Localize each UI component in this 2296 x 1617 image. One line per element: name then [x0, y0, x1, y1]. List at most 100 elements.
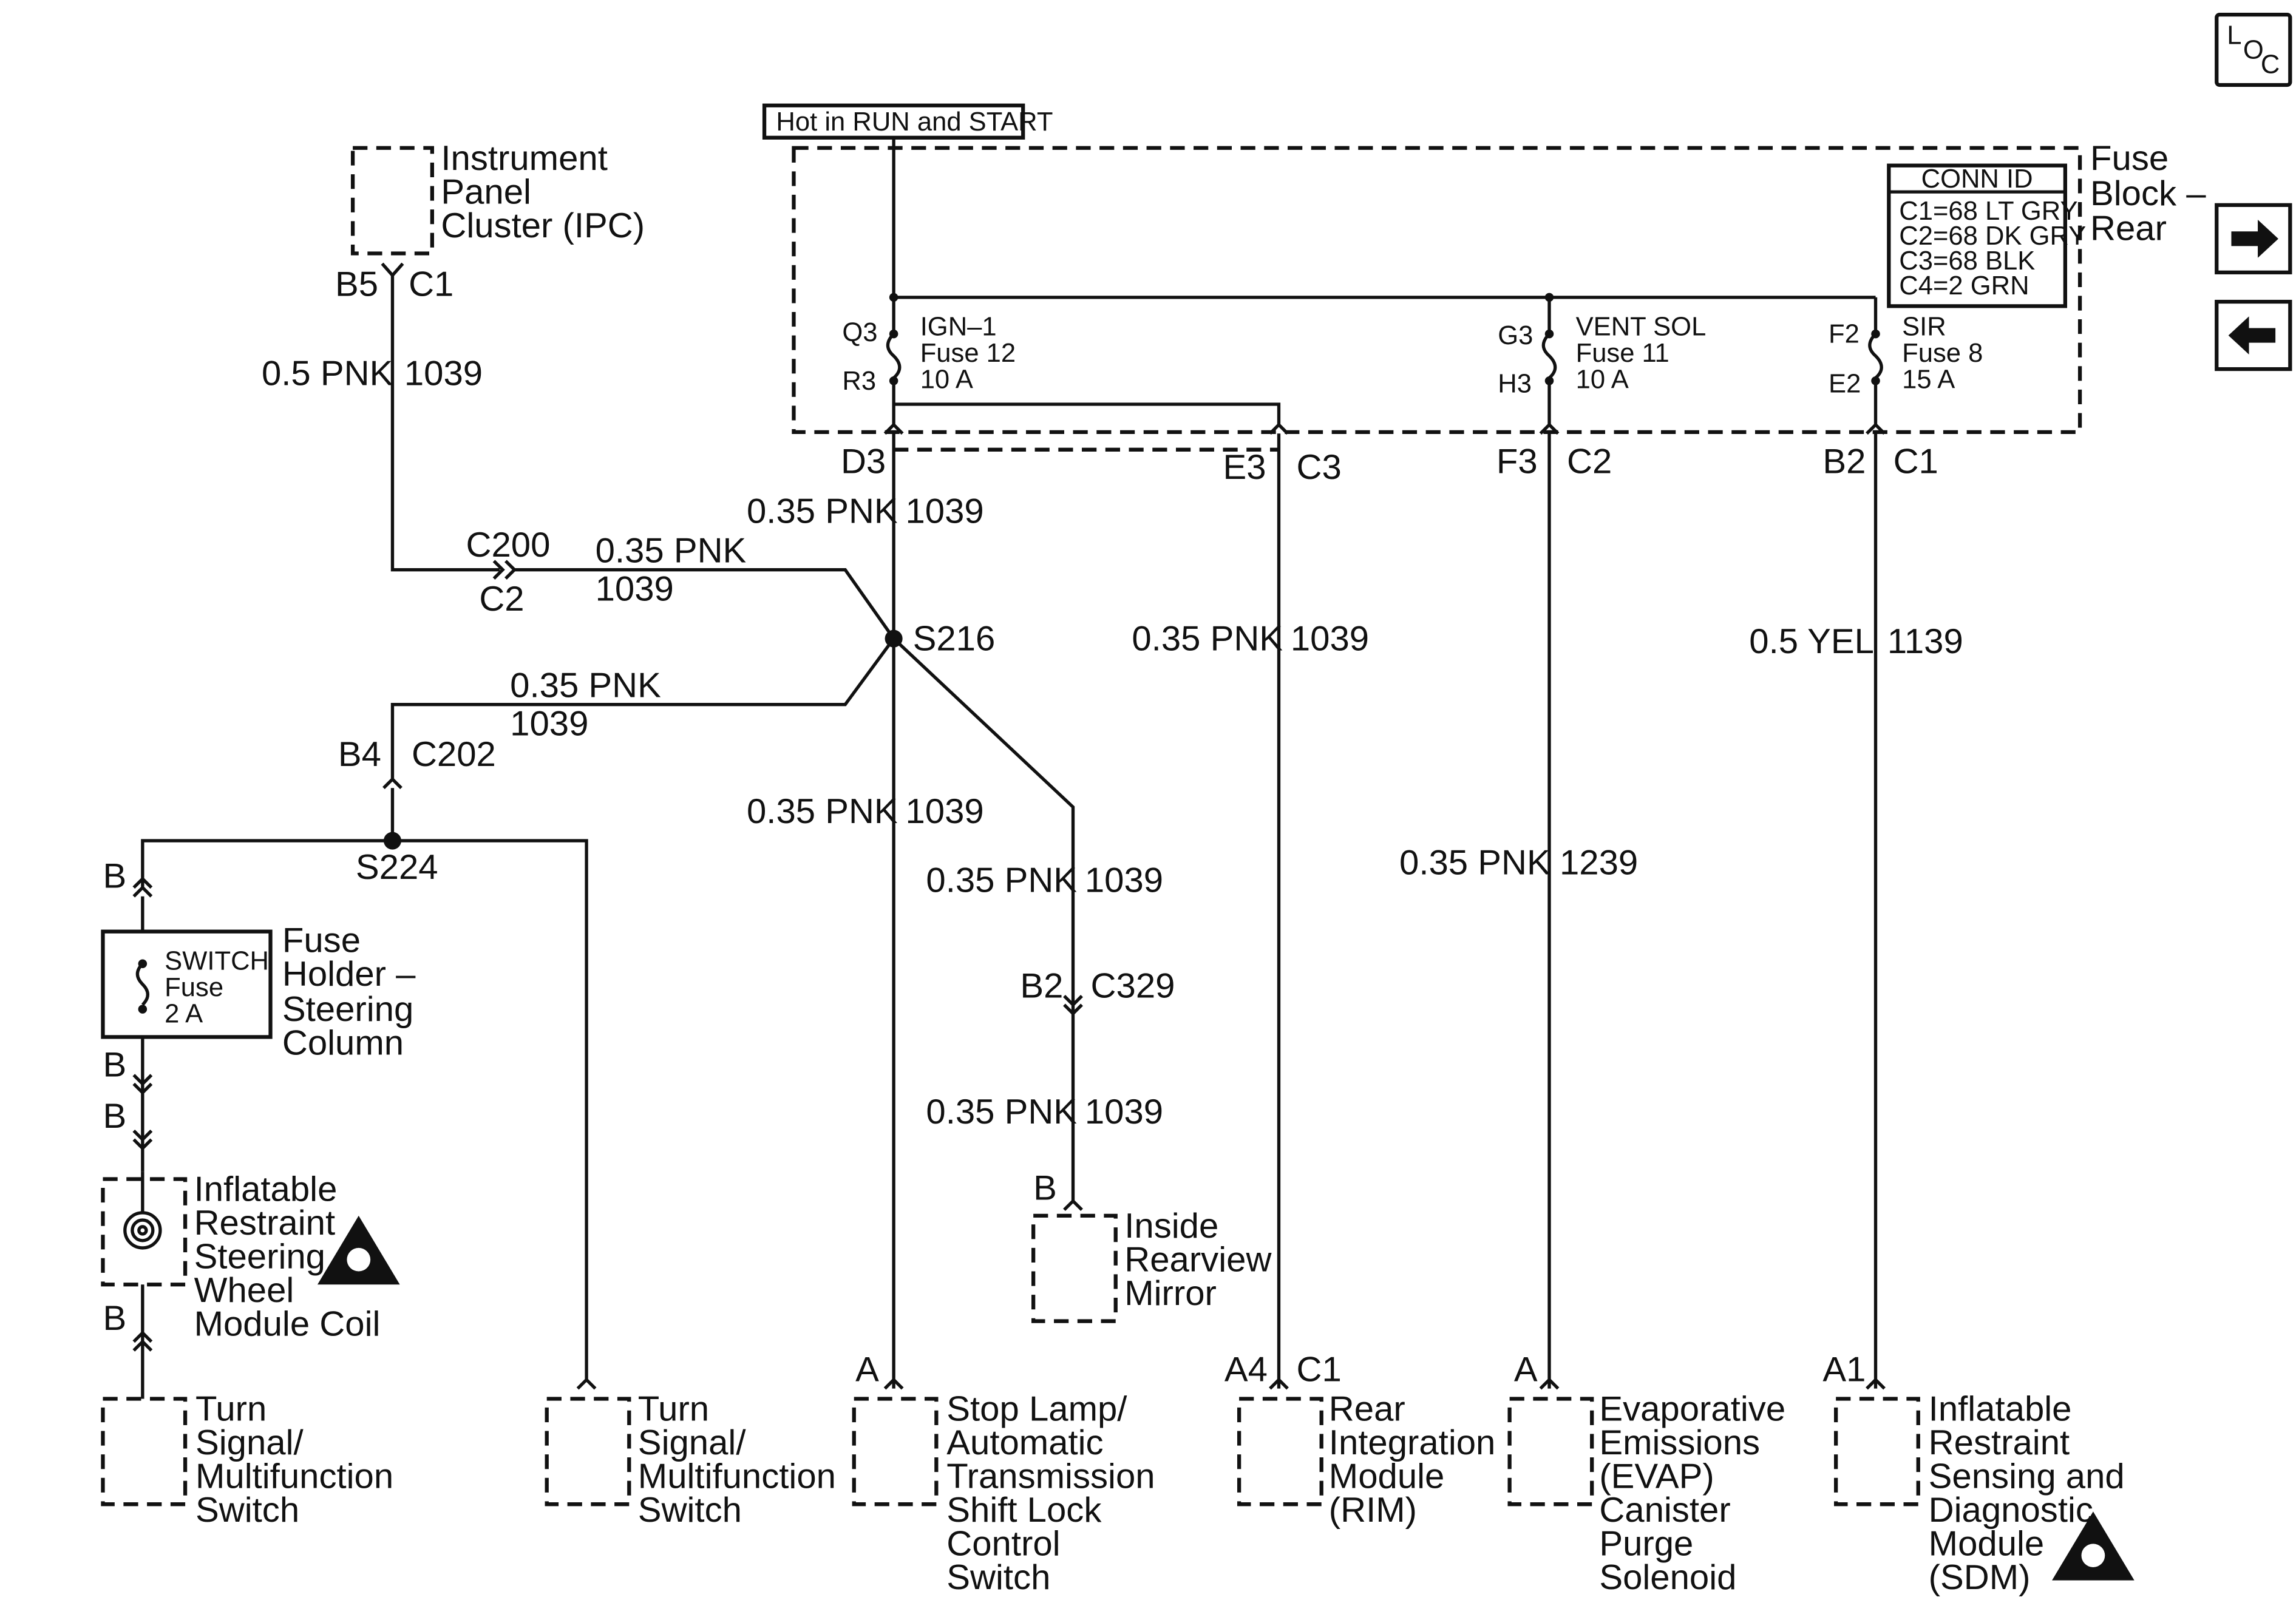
conn-c200: C200	[466, 525, 551, 564]
coil-label: Inflatable	[194, 1170, 338, 1209]
wire-circuit: 1039	[510, 703, 588, 743]
pin-f3: F3	[1496, 442, 1538, 481]
fuse-block-title-3: Rear	[2090, 209, 2167, 248]
steering-fuse-holder	[101, 929, 273, 1039]
conn-id-row: C1=68 LT GRY	[1899, 197, 2077, 226]
hot-label: Hot in RUN and START	[776, 107, 1053, 137]
wire-gauge: 0.35 PNK	[596, 531, 747, 571]
coil-label: Steering	[194, 1237, 325, 1276]
fuse-pin: G3	[1498, 321, 1533, 350]
stop-label: Shift Lock	[946, 1490, 1102, 1530]
turn1-label: Turn	[195, 1389, 267, 1429]
evap-label: Evaporative	[1599, 1389, 1785, 1429]
pin-a: A	[1514, 1350, 1538, 1389]
next-page-button[interactable]	[2215, 203, 2292, 274]
wire-circuit: 1039	[905, 492, 983, 531]
splice-label: S216	[913, 619, 996, 658]
wire-gauge: 0.35 PNK	[747, 492, 898, 531]
pin-b: B	[103, 1096, 126, 1136]
fuse-number: Fuse 12	[920, 339, 1016, 368]
wire-gauge: 0.35 PNK	[1399, 843, 1550, 883]
conn-c200-sub: C2	[479, 579, 524, 619]
stop-lamp-switch	[852, 1397, 939, 1507]
pin-a1: A1	[1822, 1350, 1866, 1389]
ipc-component	[350, 146, 434, 256]
fuse-block-rear	[792, 146, 2082, 434]
pin-e3: E3	[1223, 447, 1266, 487]
pin-b5: B5	[335, 265, 378, 304]
fuse-pin: E2	[1829, 370, 1861, 399]
pin-a4: A4	[1224, 1350, 1268, 1389]
fuse-block-title-1: Fuse	[2090, 138, 2169, 178]
mirror-label: Mirror	[1124, 1273, 1217, 1313]
fuse-holder-label: Steering	[282, 989, 413, 1029]
conn-c1-ipc: C1	[409, 265, 453, 304]
steering-fuse-text: Fuse	[165, 973, 223, 1002]
loc-button[interactable]: L O C	[2215, 12, 2292, 87]
pin-b: B	[1033, 1168, 1057, 1207]
evap-label: Emissions	[1599, 1423, 1760, 1462]
conn-c329: C329	[1091, 966, 1175, 1005]
airbag-warning-icon	[317, 1215, 400, 1285]
stop-label: Switch	[946, 1558, 1050, 1597]
pin-b: B	[103, 856, 126, 895]
conn-c202: C202	[412, 734, 496, 774]
arrow-left-icon	[2228, 316, 2276, 354]
rim-label: Module	[1329, 1457, 1445, 1496]
fuse-holder-label: Holder –	[282, 954, 416, 994]
fuse-holder-label: Column	[282, 1023, 404, 1062]
coil-label: Restraint	[194, 1203, 335, 1242]
splice-label: S224	[356, 847, 438, 887]
fuse-block-title-2: Block –	[2090, 174, 2206, 213]
stop-label: Transmission	[946, 1457, 1155, 1496]
loc-l: L	[2227, 21, 2241, 50]
pin-c3: C3	[1297, 447, 1342, 487]
fuse-pin: Q3	[842, 318, 877, 347]
wire-circuit: 1139	[1887, 622, 1963, 661]
wire-circuit: 1039	[1291, 619, 1369, 658]
wire-gauge: 0.5 PNK	[262, 354, 393, 393]
pin-a: A	[855, 1350, 879, 1389]
mirror-label: Rearview	[1124, 1240, 1272, 1280]
wire-gauge: 0.5 YEL	[1749, 622, 1874, 661]
previous-page-button[interactable]	[2215, 299, 2292, 371]
fuse-name: VENT SOL	[1576, 313, 1707, 342]
rim-label: (RIM)	[1329, 1490, 1417, 1530]
inside-rearview-mirror	[1031, 1213, 1118, 1323]
sdm-label: Restraint	[1929, 1423, 2070, 1462]
turn1-label: Switch	[195, 1490, 299, 1530]
conn-id-header: CONN ID	[1921, 164, 2033, 194]
fuse-vent-sol: G3 H3 VENT SOL Fuse 11 10 A	[1498, 313, 1706, 399]
fuse-pin: R3	[842, 367, 876, 396]
turn2-label: Switch	[638, 1490, 742, 1530]
fuse-name: SIR	[1902, 313, 1946, 342]
rim-label: Integration	[1329, 1423, 1496, 1462]
pin-c1: C1	[1894, 442, 1938, 481]
evap-label: (EVAP)	[1599, 1457, 1714, 1496]
wire-circuit: 1039	[1085, 1092, 1163, 1131]
coil-label: Wheel	[194, 1270, 294, 1310]
sdm-label: Diagnostic	[1929, 1490, 2093, 1530]
pin-b: B	[103, 1298, 126, 1338]
pin-b2: B2	[1822, 442, 1866, 481]
wire-gauge: 0.35 PNK	[1132, 619, 1283, 658]
turn2-label: Signal/	[638, 1423, 747, 1462]
evap-label: Solenoid	[1599, 1558, 1736, 1597]
wire-circuit: 1039	[404, 354, 483, 393]
fuse-rating: 10 A	[1576, 365, 1629, 395]
fuse-rating: 15 A	[1902, 365, 1955, 395]
loc-c: C	[2261, 50, 2280, 80]
ipc-label: Cluster (IPC)	[441, 206, 645, 245]
mirror-label: Inside	[1124, 1206, 1218, 1246]
stop-label: Control	[946, 1524, 1060, 1564]
turn2-label: Turn	[638, 1389, 709, 1429]
wire-circuit: 1039	[1085, 861, 1163, 900]
turn1-label: Signal/	[195, 1423, 304, 1462]
fuse-holder-label: Fuse	[282, 921, 361, 960]
conn-id-row: C3=68 BLK	[1899, 246, 2035, 276]
pin-b2-c329: B2	[1020, 966, 1063, 1005]
evap-label: Purge	[1599, 1524, 1693, 1564]
ipc-label: Panel	[441, 172, 531, 212]
fuse-rating: 10 A	[920, 365, 973, 395]
